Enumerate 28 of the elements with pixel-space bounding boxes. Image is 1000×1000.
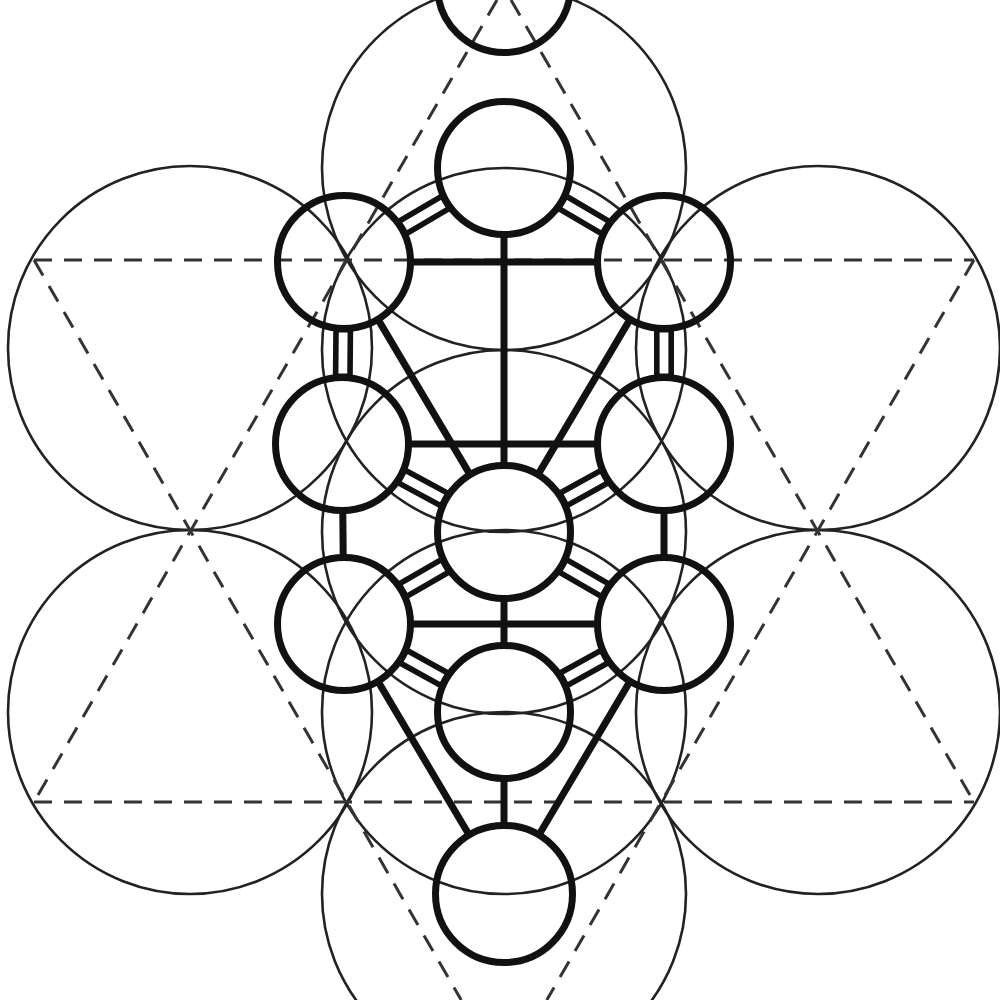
double-ruled-connector <box>394 466 452 510</box>
double-ruled-connector <box>556 466 612 510</box>
double-ruled-connector <box>395 555 453 601</box>
circle-node <box>594 374 734 514</box>
double-ruled-connector <box>555 555 613 601</box>
double-ruled-connector <box>556 646 612 690</box>
double-ruled-connector <box>396 646 452 690</box>
connector-line <box>500 780 508 824</box>
double-ruled-connector <box>554 192 614 238</box>
connector-line <box>339 511 347 557</box>
circle-node <box>434 642 574 782</box>
circle-node <box>434 462 574 602</box>
circle-node <box>274 554 414 694</box>
connector-line <box>412 620 596 628</box>
circle-node <box>274 192 414 332</box>
circle-node <box>434 98 574 238</box>
double-ruled-connector <box>332 326 354 380</box>
connector-line <box>500 236 508 464</box>
circle-node <box>594 192 734 332</box>
connector-line <box>500 600 508 644</box>
circle-node <box>594 554 734 694</box>
circle-node <box>432 822 576 966</box>
connector-line <box>410 440 596 448</box>
double-ruled-connector <box>654 326 674 380</box>
double-ruled-connector <box>394 192 454 238</box>
circle-node <box>272 374 412 514</box>
connector-line <box>660 512 668 556</box>
connector-line <box>412 258 596 266</box>
